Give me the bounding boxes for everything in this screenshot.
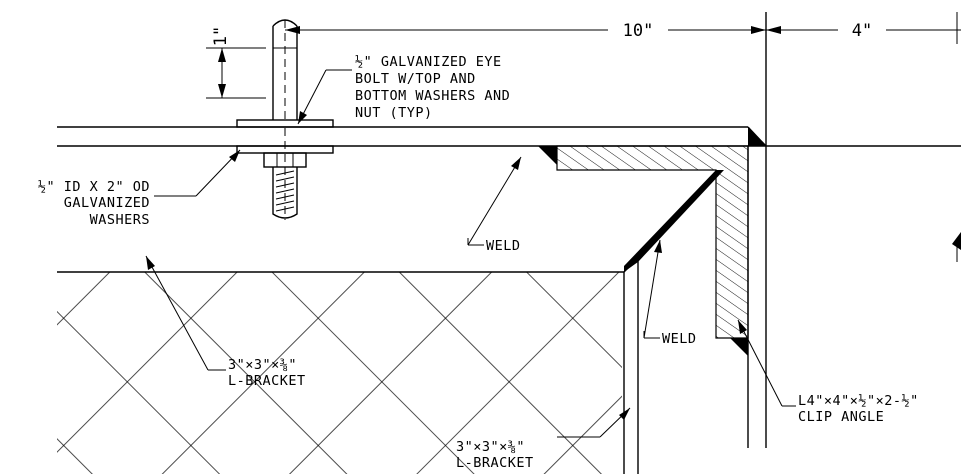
- leader-bracket-bottom: [557, 407, 631, 438]
- label-washers-line-1: ½" ID X 2" OD: [38, 179, 150, 195]
- leader-clip-angle: [737, 319, 796, 407]
- label-bracket-bottom-line-1: 3"×3"×⅜": [456, 439, 525, 455]
- label-clip-angle: L4"×4"×½"×2-½" CLIP ANGLE: [798, 393, 919, 425]
- label-washers-line-2: GALVANIZED: [64, 195, 150, 211]
- label-clip-angle-line-1: L4"×4"×½"×2-½": [798, 393, 919, 409]
- dimension-bolt-height: 1": [206, 26, 266, 99]
- label-eye-bolt-line-2: BOLT W/TOP AND: [355, 71, 476, 87]
- lower-bracket: [57, 257, 639, 474]
- label-eye-bolt-line-3: BOTTOM WASHERS AND: [355, 88, 510, 104]
- weld-marks: [538, 127, 766, 356]
- label-bracket-left-line-1: 3"×3"×⅜": [228, 357, 297, 373]
- dimension-main-span-text: 10": [623, 21, 654, 41]
- label-clip-angle-line-2: CLIP ANGLE: [798, 409, 884, 425]
- label-washers: ½" ID X 2" OD GALVANIZED WASHERS: [38, 179, 150, 228]
- label-bracket-left: 3"×3"×⅜" L-BRACKET: [228, 357, 306, 389]
- leader-bracket-left: [145, 255, 226, 371]
- dimension-side-span: 4": [766, 12, 961, 44]
- leader-weld-side: [643, 239, 662, 339]
- label-washers-line-3: WASHERS: [90, 212, 150, 228]
- label-weld-top: WELD: [486, 238, 521, 254]
- label-eye-bolt: ½" GALVANIZED EYE BOLT W/TOP AND BOTTOM …: [355, 54, 510, 121]
- label-eye-bolt-line-4: NUT (TYP): [355, 105, 433, 121]
- dimension-bolt-height-text: 1": [211, 26, 231, 46]
- label-bracket-bottom: 3"×3"×⅜" L-BRACKET: [456, 439, 534, 471]
- section-break: [952, 232, 961, 262]
- label-eye-bolt-line-1: ½" GALVANIZED EYE: [355, 54, 502, 70]
- dimension-side-span-text: 4": [852, 21, 872, 41]
- dimension-main-span: 10": [285, 21, 766, 41]
- leader-eye-bolt: [297, 69, 352, 125]
- label-bracket-left-line-2: L-BRACKET: [228, 373, 306, 389]
- leader-weld-top: [467, 156, 522, 246]
- label-bracket-bottom-line-2: L-BRACKET: [456, 455, 534, 471]
- leader-washers: [154, 149, 241, 197]
- eye-bolt: [236, 19, 334, 220]
- label-weld-side: WELD: [662, 331, 697, 347]
